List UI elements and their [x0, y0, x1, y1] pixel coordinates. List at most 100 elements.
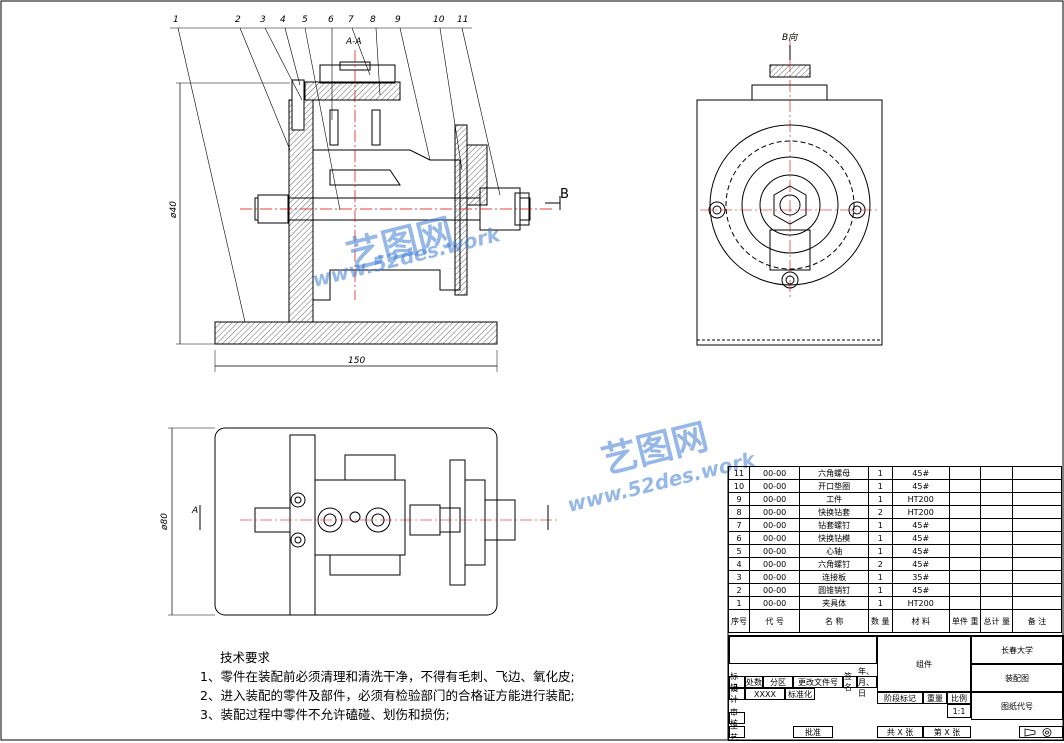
approve: 批准: [793, 726, 833, 738]
sheet-no: 第 X 张: [923, 726, 971, 738]
section-label: A-A: [346, 37, 362, 47]
bom-name: 快换钻模: [799, 531, 869, 545]
dim-plan: ø80: [159, 513, 170, 530]
balloon-7: 7: [348, 15, 354, 25]
bom-material: 45#: [891, 518, 950, 532]
bom-unit: [948, 544, 982, 558]
bom-no: 11: [728, 466, 750, 480]
bom-qty: 1: [867, 479, 893, 493]
bom-name: 连接板: [799, 570, 869, 584]
bom-material: 45#: [891, 557, 950, 571]
bom-total: [980, 544, 1014, 558]
count: 处数: [745, 676, 763, 688]
bom-header: 序号代 号名 称数 量材 料单件 重总计 量备 注: [728, 609, 1062, 633]
bom-material: 45#: [891, 466, 950, 480]
bom-remark: [1012, 479, 1062, 493]
bom-qty: 1: [867, 544, 893, 558]
scale-value: 1:1: [947, 704, 971, 718]
stage: 阶段标记: [877, 692, 923, 704]
bom-qty: 1: [867, 492, 893, 506]
balloon-5: 5: [302, 15, 308, 25]
bom-code: 00-00: [748, 544, 801, 558]
bom-material: 45#: [891, 583, 950, 597]
bom-header-cell: 序号: [728, 609, 750, 633]
bom-header-text: 称: [835, 616, 844, 626]
bom-total: [980, 596, 1014, 610]
change-doc: 更改文件号: [793, 676, 843, 688]
bom-unit: [948, 596, 982, 610]
bom-unit: [948, 505, 982, 519]
balloon-8: 8: [370, 15, 376, 25]
bom-qty: 1: [867, 570, 893, 584]
dim-height: ø40: [168, 201, 179, 218]
mark: 标记: [729, 672, 745, 692]
side-view: [696, 40, 883, 346]
bom-code: 00-00: [748, 466, 801, 480]
bom-material: 35#: [891, 570, 950, 584]
bom-total: [980, 531, 1014, 545]
bom-qty: 1: [867, 518, 893, 532]
bom-header-cell: 备 注: [1012, 609, 1062, 633]
date: 年、月、日: [857, 667, 877, 698]
bom-header-text: 量: [881, 616, 890, 626]
balloon-11: 11: [457, 15, 469, 25]
bom-total: [980, 557, 1014, 571]
balloon-4: 4: [280, 15, 286, 25]
bom-code: 00-00: [748, 531, 801, 545]
bom-no: 6: [728, 531, 750, 545]
bom-name: 夹具体: [799, 596, 869, 610]
bom-unit: [948, 492, 982, 506]
bom-code: 00-00: [748, 492, 801, 506]
bom-header-text: 名: [824, 616, 833, 626]
bom-total: [980, 518, 1014, 532]
balloon-9: 9: [395, 15, 401, 25]
bom-qty: 1: [867, 583, 893, 597]
bom-remark: [1012, 557, 1062, 571]
sign: 签名: [843, 672, 857, 692]
bom-material: 45#: [891, 544, 950, 558]
bom-name: 六角螺钉: [799, 557, 869, 571]
section-cut-a: A: [192, 506, 199, 516]
bom-no: 7: [728, 518, 750, 532]
bom-header-text: 材: [911, 616, 920, 626]
note-item-1: 1、零件在装配前必须清理和清洗干净，不得有毛刺、飞边、氧化皮;: [200, 669, 575, 684]
bom-total: [980, 570, 1014, 584]
bom-remark: [1012, 570, 1062, 584]
bom-code: 00-00: [748, 518, 801, 532]
bom-header-text: 代: [765, 616, 774, 626]
technical-requirements: 技术要求 1、零件在装配前必须清理和清洗干净，不得有毛刺、飞边、氧化皮; 2、进…: [200, 648, 575, 724]
bom-header-text: 号: [775, 616, 784, 626]
section-marker: B: [560, 187, 569, 202]
bom-header-text: 注: [1038, 616, 1047, 626]
bom-name: 六角螺母: [799, 466, 869, 480]
bom-remark: [1012, 505, 1062, 519]
bom-qty: 2: [867, 557, 893, 571]
bom-unit: [948, 479, 982, 493]
bom-remark: [1012, 466, 1062, 480]
bom-header-cell: 数 量: [867, 609, 893, 633]
bom-qty: 2: [867, 505, 893, 519]
bom-name: 快换钻套: [799, 505, 869, 519]
scale: 比例: [947, 692, 971, 704]
bom-remark: [1012, 596, 1062, 610]
bom-header-text: 序号: [731, 616, 747, 626]
bom-no: 4: [728, 557, 750, 571]
bom-code: 00-00: [748, 596, 801, 610]
bom-name: 圆锥销钉: [799, 583, 869, 597]
bom-remark: [1012, 583, 1062, 597]
bom-total: [980, 583, 1014, 597]
bom-code: 00-00: [748, 479, 801, 493]
bom-header-text: 总计: [983, 616, 1000, 626]
bom-header-cell: 名 称: [799, 609, 869, 633]
design: 设计: [729, 684, 745, 704]
bom-total: [980, 492, 1014, 506]
bom-material: HT200: [891, 505, 950, 519]
bom-total: [980, 479, 1014, 493]
